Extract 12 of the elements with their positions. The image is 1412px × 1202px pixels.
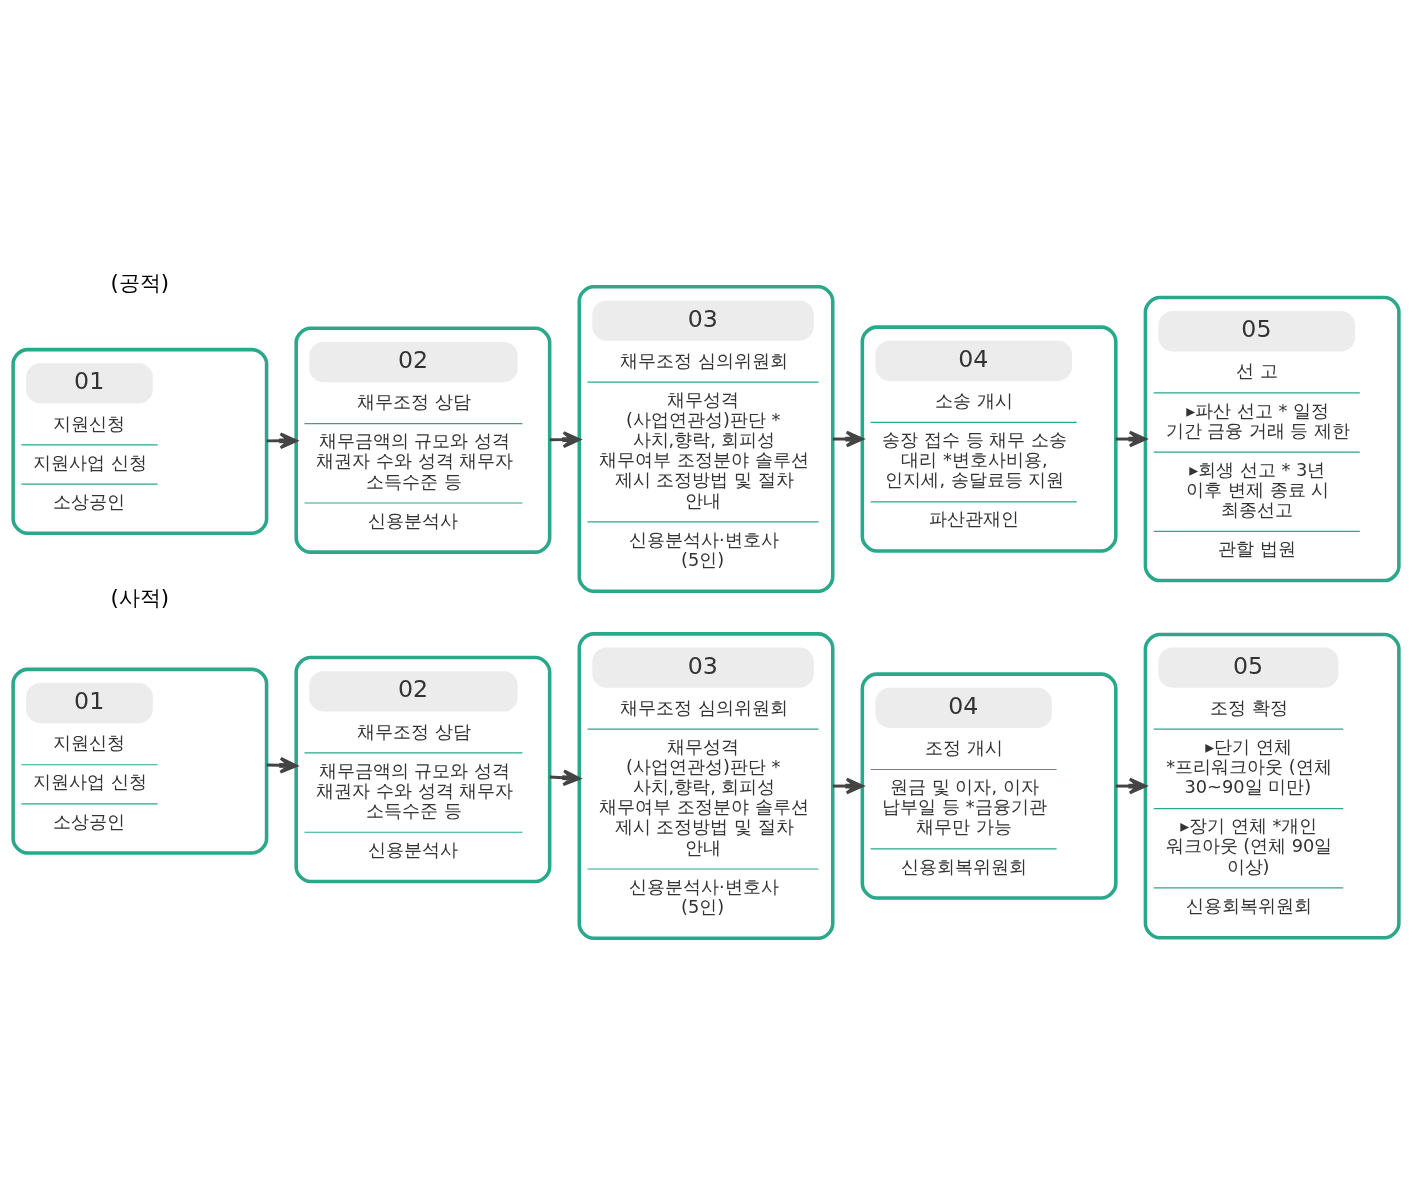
- node-box: 01 지원신청 지원사업 신청 소상공인: [11, 347, 269, 535]
- node-box: 04 조정 개시 원금 및 이자, 이자 납부일 등 *금융기관 채무만 가능 신용회복위원회: [860, 672, 1118, 900]
- label: (사적): [110, 585, 170, 611]
- node-box: 02 채무조정 상담 채무금액의 규모와 성격 채권자 수와 성격 채무자 소득수준 등 신용분석사: [294, 655, 552, 884]
- node-box: 02 채무조정 상담 채무금액의 규모와 성격 채권자 수와 성격 채무자 소득수준 등 신용분석사: [294, 326, 552, 554]
- node-box: 04 소송 개시 송장 접수 등 채무 소송 대리 *변호사비용, 인지세, 송달료등 지원 파산관재인: [860, 325, 1118, 553]
- node-box: 05 선 고 ▸파산 선고 * 일정 기간 금융 거래 등 제한 ▸회생 선고 * 3년 이후 변제 종료 시 최종선고 관할 법원: [1143, 295, 1401, 583]
- node-box: 05 조정 확정 ▸단기 연체 *프리워크아웃 (연체 30~90일 미만) ▸장기 연체 *개인 워크아웃 (연체 90일 이상) 신용회복위원회: [1143, 632, 1401, 940]
- label: (공적): [110, 270, 170, 296]
- node-box: 01 지원신청 지원사업 신청 소상공인: [11, 667, 269, 855]
- node-box: 03 채무조정 심의위원회 채무성격 (사업연관성)판단 * 사치,향락, 회피성 채무여부 조정분야 솔루션 제시 조정방법 및 절차 안내 신용분석사·변호사 (5인): [577, 285, 835, 593]
- node-box: 03 채무조정 심의위원회 채무성격 (사업연관성)판단 * 사치,향락, 회피성 채무여부 조정분야 솔루션 제시 조정방법 및 절차 안내 신용분석사·변호사 (5인): [577, 632, 835, 941]
